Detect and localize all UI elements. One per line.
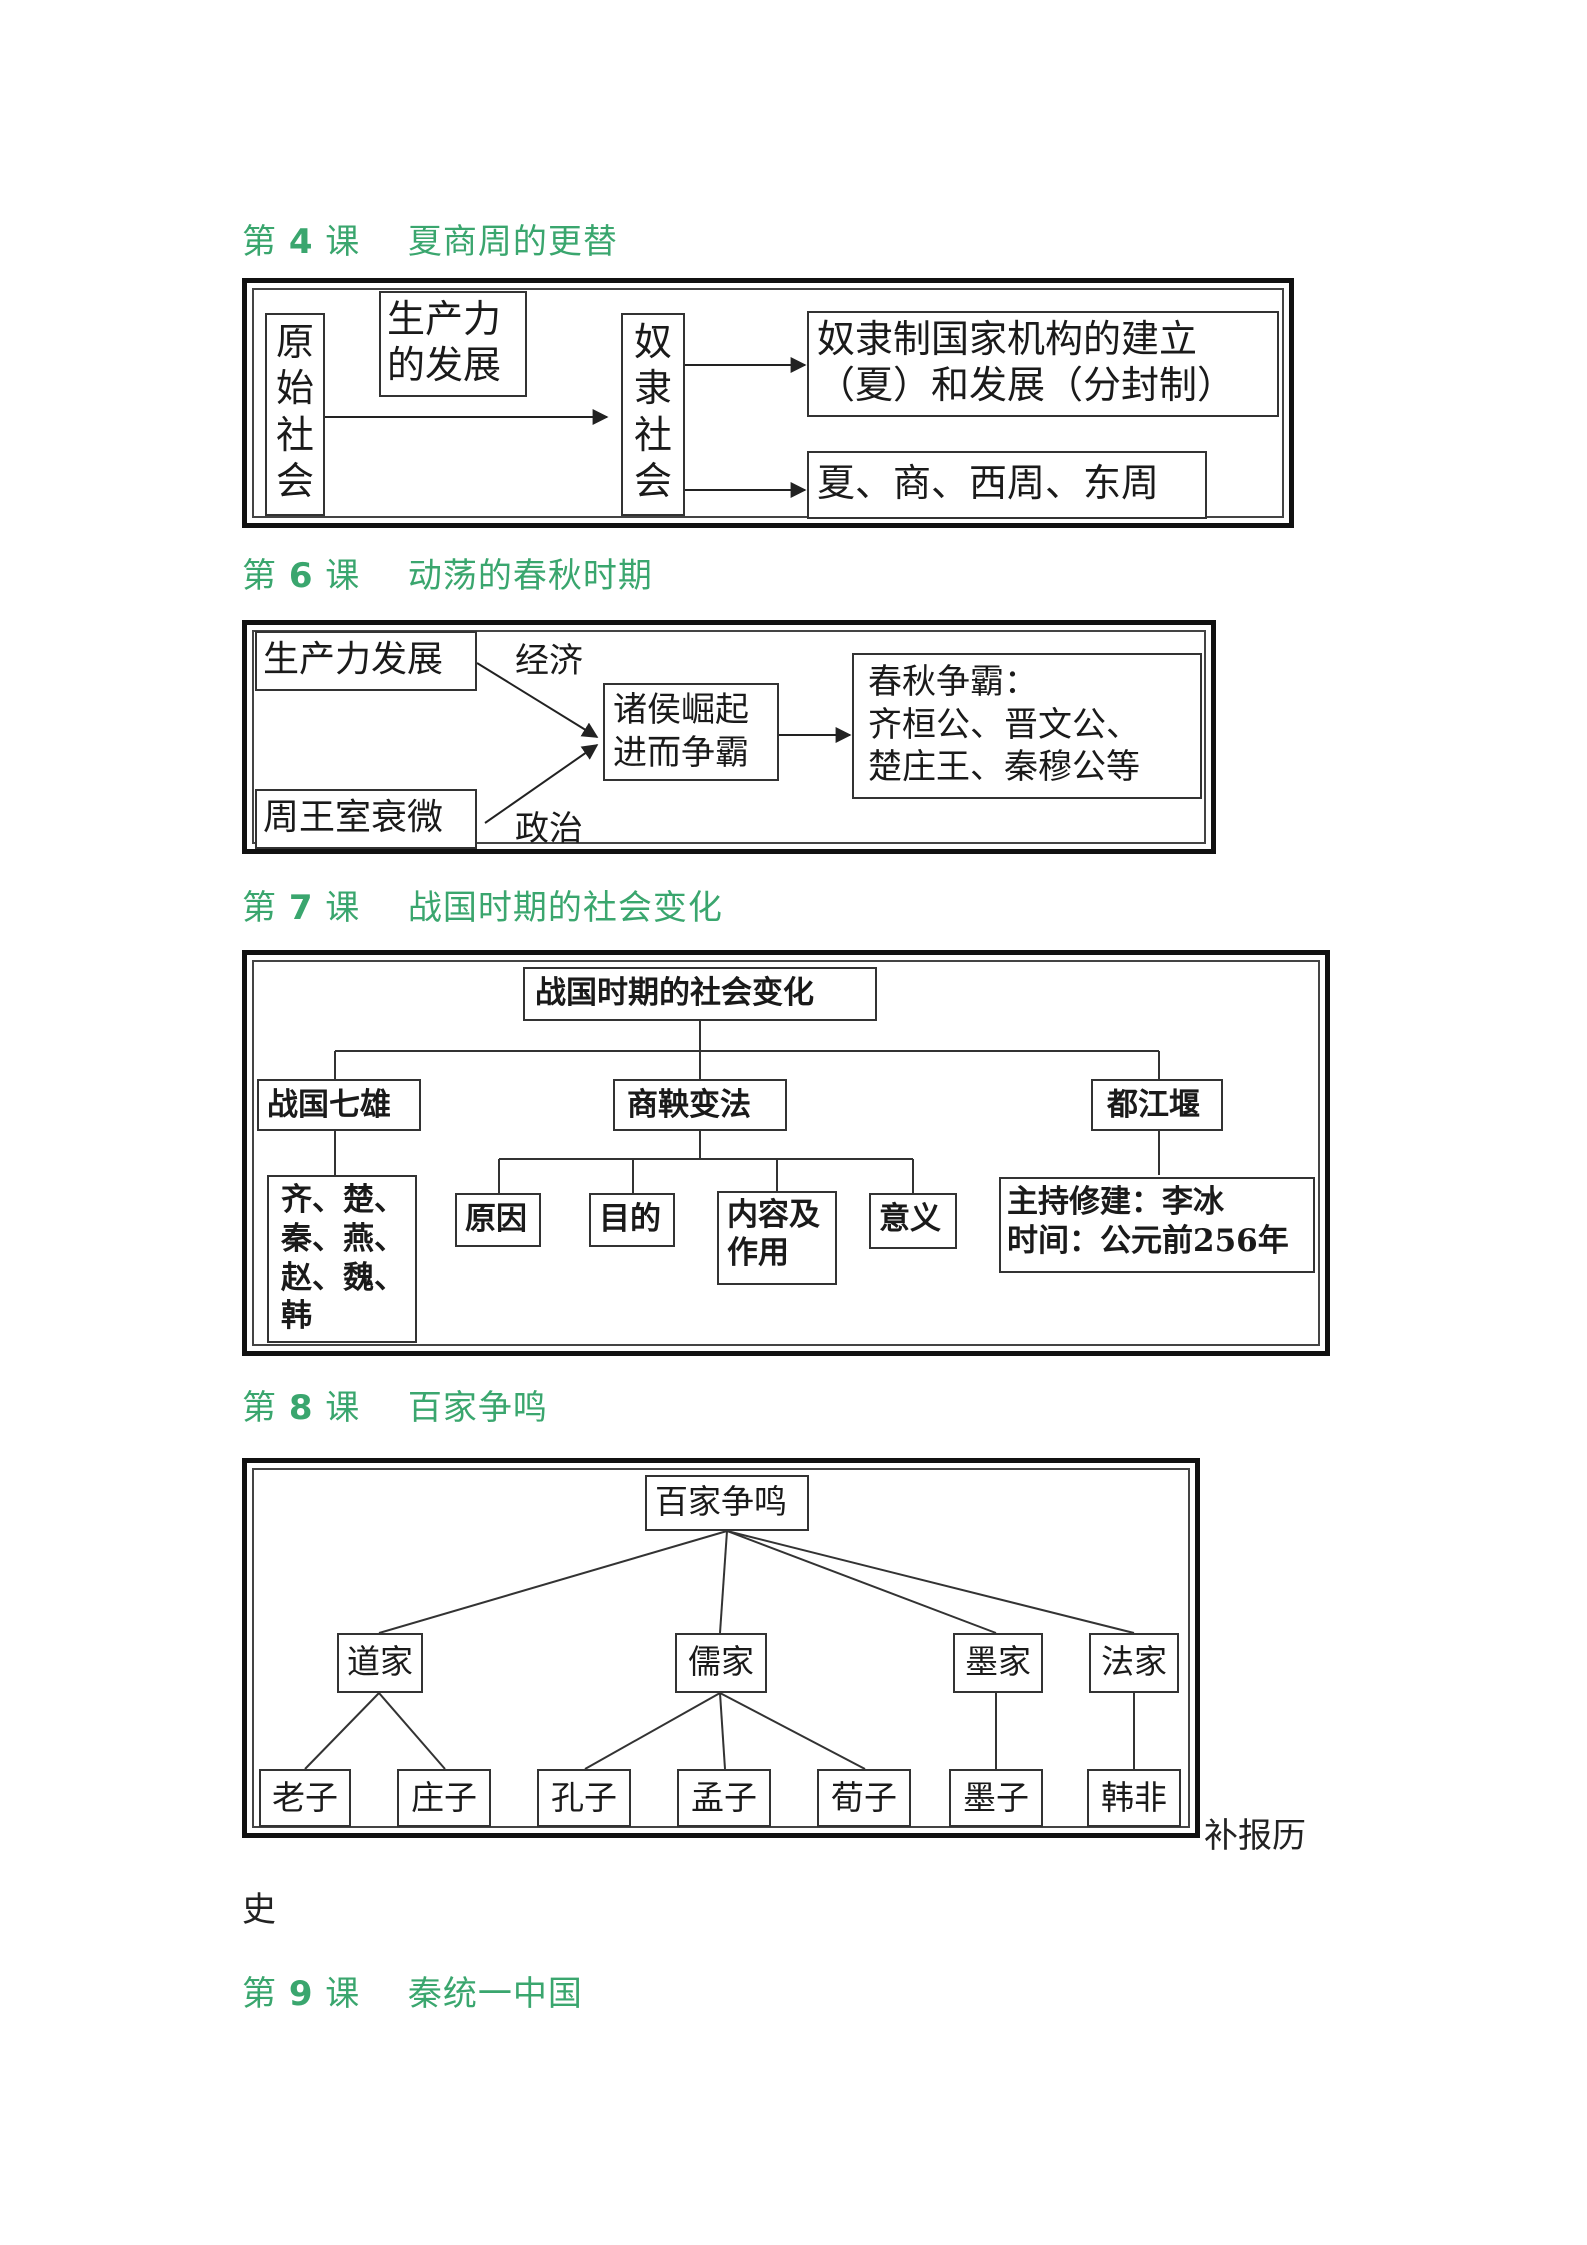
zhuangzi-box: 庄子 — [397, 1769, 491, 1827]
dujiangyan-detail-box: 主持修建：李冰 时间：公元前256年 — [999, 1177, 1315, 1273]
meaning-box: 意义 — [869, 1193, 957, 1249]
hundred-schools-root-box: 百家争鸣 — [645, 1475, 809, 1531]
primitive-society-box: 原始社会 — [265, 313, 325, 516]
vassals-rise-box: 诸侯崛起 进而争霸 — [603, 683, 779, 781]
trailing-text-2: 史 — [242, 1890, 276, 1930]
lesson8-diagram: 百家争鸣 道家 儒家 墨家 法家 老子 庄子 孔子 孟子 荀子 墨子 韩非 — [242, 1458, 1200, 1838]
lesson6-heading: 第 6 课 动荡的春秋时期 — [242, 556, 653, 596]
lesson8-tree-lines — [304, 1530, 1135, 1770]
cause-box: 原因 — [455, 1193, 541, 1247]
lesson7-heading: 第 7 课 战国时期的社会变化 — [242, 888, 723, 928]
hegemony-box: 春秋争霸： 齐桓公、晋文公、 楚庄王、秦穆公等 — [852, 653, 1202, 799]
zhou-decline-box: 周王室衰微 — [255, 789, 477, 849]
kongzi-box: 孔子 — [537, 1769, 631, 1827]
politics-label: 政治 — [515, 809, 583, 849]
mozi-box: 墨子 — [949, 1769, 1043, 1827]
lesson4-title: 夏商周的更替 — [407, 222, 618, 262]
xunzi-box: 荀子 — [817, 1769, 911, 1827]
slave-society-box: 奴隶社会 — [621, 313, 685, 516]
trailing-text: 补报历 — [1204, 1816, 1306, 1856]
economy-label: 经济 — [515, 641, 583, 681]
slave-state-box: 奴隶制国家机构的建立 （夏）和发展（分封制） — [807, 311, 1279, 417]
lesson7-tree-lines — [334, 1021, 1160, 1193]
lesson9-title: 秦统一中国 — [407, 1974, 583, 2014]
lesson4-diagram: 原始社会 生产力的发展 奴隶社会 奴隶制国家机构的建立 （夏）和发展（分封制） … — [242, 278, 1294, 528]
laozi-box: 老子 — [259, 1769, 351, 1827]
lesson7-diagram: 战国时期的社会变化 战国七雄 商鞅变法 都江堰 齐、楚、 秦、燕、 赵、魏、 韩… — [242, 950, 1330, 1356]
mengzi-box: 孟子 — [677, 1769, 771, 1827]
lesson6-arrows — [476, 662, 852, 824]
shang-yang-reform-box: 商鞅变法 — [613, 1079, 787, 1131]
lesson4-heading: 第 4 课 夏商周的更替 — [242, 222, 618, 262]
confucian-box: 儒家 — [675, 1633, 767, 1693]
productivity-box: 生产力的发展 — [379, 291, 527, 397]
states-list-box: 齐、楚、 秦、燕、 赵、魏、 韩 — [267, 1175, 417, 1343]
lesson8-title: 百家争鸣 — [407, 1388, 548, 1428]
lesson7-title: 战国时期的社会变化 — [407, 888, 723, 928]
lesson8-heading: 第 8 课 百家争鸣 — [242, 1388, 548, 1428]
productivity-development-box: 生产力发展 — [255, 631, 477, 691]
mohist-box: 墨家 — [953, 1633, 1043, 1693]
lesson9-heading: 第 9 课 秦统一中国 — [242, 1974, 583, 2014]
lesson4-arrows — [325, 357, 807, 498]
warring-states-root-box: 战国时期的社会变化 — [523, 967, 877, 1021]
lesson6-title: 动荡的春秋时期 — [407, 556, 653, 596]
seven-states-box: 战国七雄 — [257, 1079, 421, 1131]
purpose-box: 目的 — [589, 1193, 675, 1247]
content-effect-box: 内容及 作用 — [717, 1191, 837, 1285]
lesson6-diagram: 生产力发展 周王室衰微 经济 政治 诸侯崛起 进而争霸 春秋争霸： 齐桓公、晋文… — [242, 620, 1216, 854]
hanfei-box: 韩非 — [1087, 1769, 1181, 1827]
dujiangyan-box: 都江堰 — [1091, 1079, 1223, 1131]
daoist-box: 道家 — [337, 1633, 423, 1693]
dynasties-box: 夏、商、西周、东周 — [807, 451, 1207, 519]
legalist-box: 法家 — [1089, 1633, 1179, 1693]
